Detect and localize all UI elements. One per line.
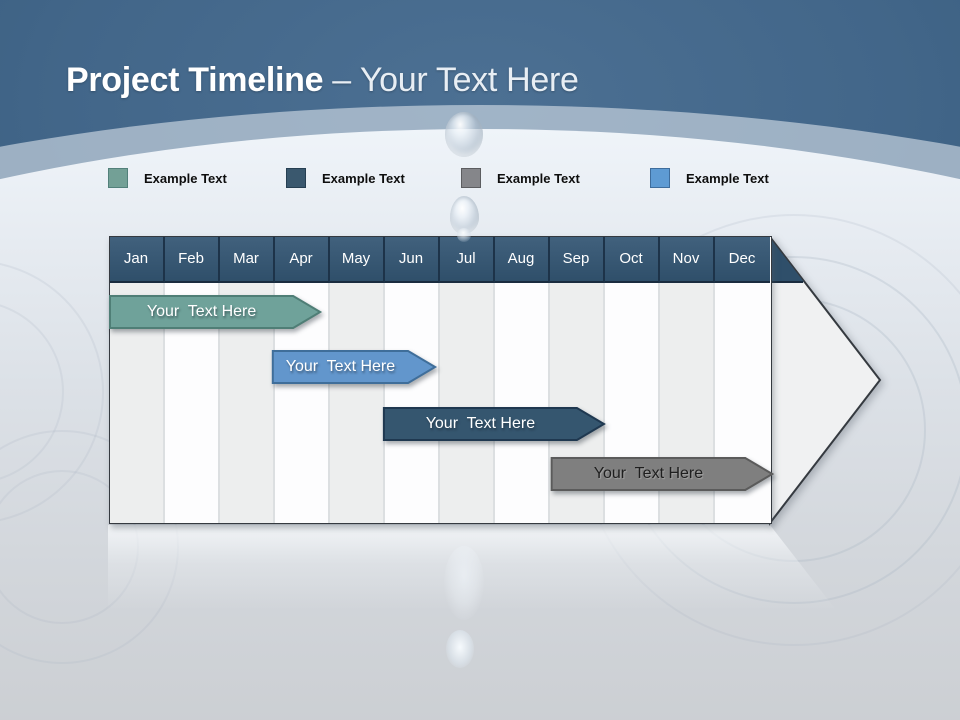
month-body-cell — [109, 283, 165, 523]
legend-swatch-icon — [108, 168, 128, 188]
month-column-may: May — [329, 237, 385, 523]
month-header-apr: Apr — [274, 237, 330, 283]
month-column-jul: Jul — [439, 237, 495, 523]
legend-item-4: Example Text — [650, 168, 769, 188]
water-droplet-tail — [457, 228, 471, 242]
month-column-dec: Dec — [714, 237, 770, 523]
month-body-cell — [659, 283, 715, 523]
month-column-mar: Mar — [219, 237, 275, 523]
month-column-sep: Sep — [549, 237, 605, 523]
month-body-cell — [164, 283, 220, 523]
legend-label: Example Text — [144, 170, 227, 186]
month-header-oct: Oct — [604, 237, 660, 283]
month-column-aug: Aug — [494, 237, 550, 523]
legend-item-2: Example Text — [286, 168, 405, 188]
month-header-sep: Sep — [549, 237, 605, 283]
month-column-jun: Jun — [384, 237, 440, 523]
legend-swatch-icon — [650, 168, 670, 188]
legend-label: Example Text — [322, 170, 405, 186]
droplet-reflection-small — [446, 630, 474, 668]
month-header-jun: Jun — [384, 237, 440, 283]
month-body-cell — [439, 283, 495, 523]
month-column-oct: Oct — [604, 237, 660, 523]
legend-label: Example Text — [686, 170, 769, 186]
month-column-nov: Nov — [659, 237, 715, 523]
month-column-apr: Apr — [274, 237, 330, 523]
title-secondary: Your Text Here — [359, 61, 579, 99]
month-header-dec: Dec — [714, 237, 770, 283]
title-primary: Project Timeline — [66, 61, 324, 99]
table-reflection — [108, 525, 836, 610]
month-body-cell — [219, 283, 275, 523]
timeline-arrow-tip — [769, 236, 882, 526]
month-header-feb: Feb — [164, 237, 220, 283]
legend-item-1: Example Text — [108, 168, 227, 188]
month-header-mar: Mar — [219, 237, 275, 283]
legend-swatch-icon — [461, 168, 481, 188]
month-body-cell — [549, 283, 605, 523]
month-header-aug: Aug — [494, 237, 550, 283]
legend-label: Example Text — [497, 170, 580, 186]
water-droplet-large — [445, 112, 483, 157]
droplet-reflection — [444, 546, 484, 620]
legend-item-3: Example Text — [461, 168, 580, 188]
title-separator: – — [332, 61, 351, 99]
month-column-feb: Feb — [164, 237, 220, 523]
month-header-nov: Nov — [659, 237, 715, 283]
month-body-cell — [329, 283, 385, 523]
month-body-cell — [494, 283, 550, 523]
month-header-may: May — [329, 237, 385, 283]
month-body-cell — [714, 283, 770, 523]
legend-swatch-icon — [286, 168, 306, 188]
water-droplet-small — [450, 196, 479, 234]
month-column-jan: Jan — [109, 237, 165, 523]
month-header-jul: Jul — [439, 237, 495, 283]
page-title: Project Timeline–Your Text Here — [66, 60, 579, 100]
month-body-cell — [604, 283, 660, 523]
month-body-cell — [384, 283, 440, 523]
month-body-cell — [274, 283, 330, 523]
month-header-jan: Jan — [109, 237, 165, 283]
